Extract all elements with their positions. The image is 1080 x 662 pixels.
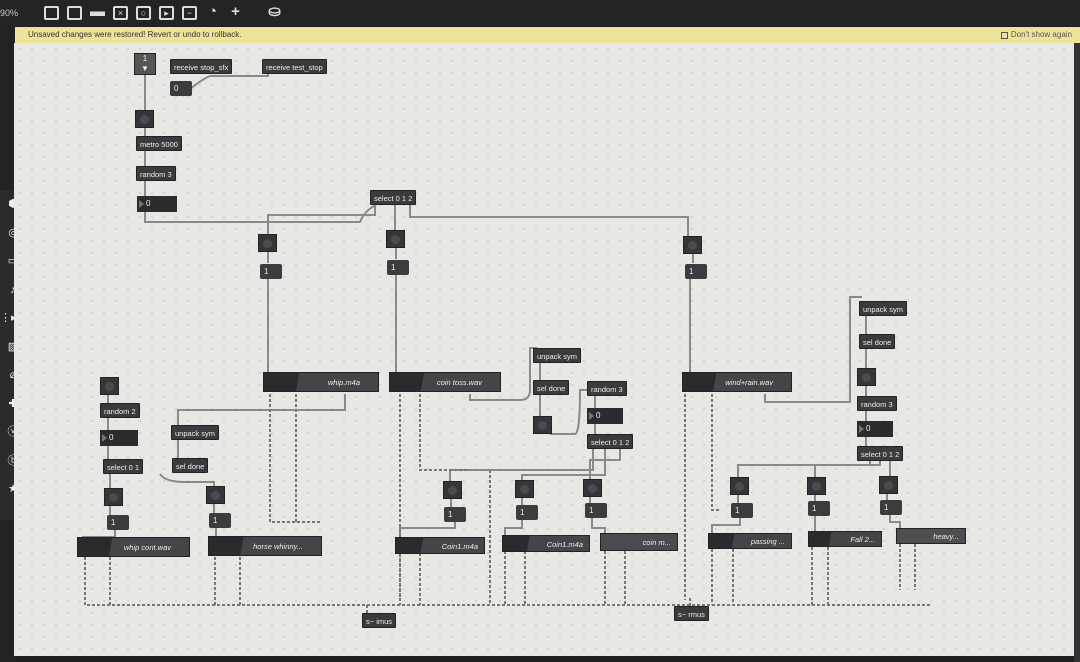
sfplay-whip[interactable]: whip.m4a xyxy=(263,372,379,392)
select-012-object[interactable]: select 0 1 2 xyxy=(370,190,417,205)
package-icon[interactable]: ⬢ xyxy=(8,198,18,210)
sfplay-passing[interactable]: passing ... xyxy=(708,533,792,549)
receive-test-stop-object[interactable]: receive test_stop xyxy=(262,59,327,74)
number-icon[interactable]: − xyxy=(182,6,197,20)
target-icon[interactable]: ◎ xyxy=(8,226,18,239)
bang-button[interactable] xyxy=(515,480,534,498)
message-one[interactable]: 1 xyxy=(731,503,753,518)
unpack-sym-object[interactable]: unpack sym xyxy=(859,301,908,316)
receive-stop-sfx-object[interactable]: receive stop_sfx xyxy=(170,59,233,74)
sel-done-object[interactable]: sel done xyxy=(172,458,209,473)
sfplay-coin1[interactable]: Coin1.m4a xyxy=(395,537,485,554)
random-2-object[interactable]: random 2 xyxy=(100,403,140,418)
sel-done-object[interactable]: sel done xyxy=(533,380,570,395)
star-icon[interactable]: ★ xyxy=(8,483,18,495)
message-one[interactable]: 1 xyxy=(387,260,409,275)
plugin-icon[interactable]: ✚ xyxy=(8,397,18,410)
bang-button[interactable] xyxy=(583,479,602,497)
random-3-object[interactable]: random 3 xyxy=(136,166,176,181)
bang-button[interactable] xyxy=(100,377,119,395)
b-icon[interactable]: ⓑ xyxy=(7,454,19,467)
sfplay-whip-cont[interactable]: whip cont.wav xyxy=(77,537,190,557)
unpack-sym-object[interactable]: unpack sym xyxy=(533,348,582,363)
sfplay-wind-rain[interactable]: wind+rain.wav xyxy=(682,372,792,392)
v-icon[interactable]: ⓥ xyxy=(7,426,19,438)
select-012-object[interactable]: select 0 1 2 xyxy=(857,446,904,461)
toggle-button[interactable] xyxy=(135,110,154,128)
window-edge xyxy=(1074,43,1080,662)
sel-done-object[interactable]: sel done xyxy=(859,334,896,349)
number-box[interactable]: 0 xyxy=(137,196,177,212)
patcher-icon[interactable] xyxy=(44,6,59,20)
sfplay-fall-2[interactable]: Fall 2... xyxy=(808,531,882,547)
message-one[interactable]: 1 xyxy=(107,515,129,530)
random-3-object[interactable]: random 3 xyxy=(587,381,627,396)
message-one[interactable]: 1 xyxy=(808,501,830,516)
bang-button[interactable] xyxy=(857,368,876,386)
dial-icon[interactable]: ◔ xyxy=(207,3,218,20)
banner-text: Unsaved changes were restored! Revert or… xyxy=(28,30,242,39)
bang-button[interactable] xyxy=(386,230,405,248)
unpack-sym-object[interactable]: unpack sym xyxy=(171,425,220,440)
paint-bucket-icon[interactable]: ⛀ xyxy=(268,3,281,20)
checkbox-icon[interactable] xyxy=(1000,31,1008,39)
bang-button[interactable] xyxy=(683,236,702,254)
dont-show-label: Don't show again xyxy=(1010,30,1072,39)
number-box[interactable]: 0 xyxy=(100,430,138,446)
message-zero[interactable]: 0 xyxy=(170,81,192,96)
sfplay-heavy[interactable]: heavy... xyxy=(896,528,966,544)
button-icon[interactable]: ○ xyxy=(136,6,151,20)
bang-button[interactable] xyxy=(443,481,462,499)
select-01-object[interactable]: select 0 1 xyxy=(103,459,144,474)
message-one[interactable]: 1 xyxy=(685,264,707,279)
toolbar: 90% ▬ × ○ ▸ − ◔ + ⛀ xyxy=(0,0,1080,26)
object-icon[interactable]: × xyxy=(113,6,128,20)
metro-object[interactable]: metro 5000 xyxy=(136,136,182,151)
message-one[interactable]: 1 xyxy=(516,505,538,520)
number-box[interactable]: 0 xyxy=(857,421,893,437)
send-imus-object[interactable]: s~ imus xyxy=(362,613,397,628)
bang-button[interactable] xyxy=(879,476,898,494)
zoom-level[interactable]: 90% xyxy=(0,8,19,18)
select-012-object[interactable]: select 0 1 2 xyxy=(587,434,634,449)
message-one[interactable]: 1 xyxy=(260,264,282,279)
message-one[interactable]: 1 xyxy=(444,507,466,522)
message-one[interactable]: 1 xyxy=(585,503,607,518)
dont-show-again-checkbox[interactable]: Don't show again xyxy=(1000,27,1072,43)
sfplay-coin-toss[interactable]: coin toss.wav xyxy=(389,372,501,392)
start-toggle[interactable]: 1▼ xyxy=(134,53,156,75)
bang-button[interactable] xyxy=(104,488,123,506)
sfplay-coin-m[interactable]: coin m... xyxy=(600,533,678,551)
bang-button[interactable] xyxy=(258,234,277,252)
send-rmus-object[interactable]: s~ rmus xyxy=(674,606,709,621)
message-one[interactable]: 1 xyxy=(209,513,231,528)
music-icon[interactable]: ♪ xyxy=(10,283,16,296)
clip-icon[interactable]: ⌀ xyxy=(9,369,17,381)
bang-button[interactable] xyxy=(807,477,826,495)
presentation-icon[interactable] xyxy=(67,6,82,20)
bang-button[interactable] xyxy=(533,416,552,434)
random-3-object[interactable]: random 3 xyxy=(857,396,897,411)
add-icon[interactable]: + xyxy=(231,3,240,20)
sfplay-horse-whinny[interactable]: horse whinny... xyxy=(208,536,322,556)
number-box[interactable]: 0 xyxy=(587,408,623,424)
image-icon[interactable]: ▨ xyxy=(7,340,19,353)
message-icon[interactable]: ▸ xyxy=(159,6,174,20)
sfplay-coin1-b[interactable]: Coin1.m4a xyxy=(502,535,590,552)
message-one[interactable]: 1 xyxy=(880,500,902,515)
bang-button[interactable] xyxy=(730,477,749,495)
restore-banner: Unsaved changes were restored! Revert or… xyxy=(14,27,1080,43)
comment-icon[interactable]: ▬ xyxy=(90,3,105,20)
device-icon[interactable]: ▭ xyxy=(7,255,19,267)
bang-button[interactable] xyxy=(206,486,225,504)
